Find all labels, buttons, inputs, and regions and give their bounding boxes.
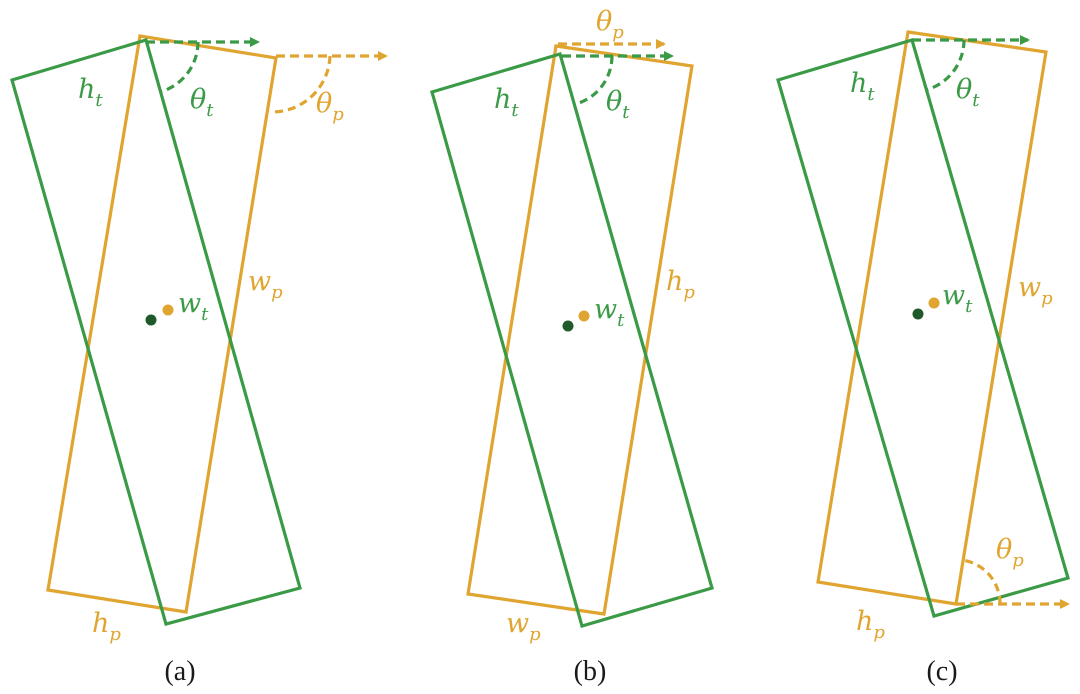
prediction-center (578, 310, 590, 322)
panel-c: ht θt wt wp θp hp (c) (776, 30, 1070, 687)
theta-t-arc (925, 39, 966, 92)
label-theta-t: θt (956, 74, 980, 111)
caption-c: (c) (926, 656, 957, 687)
theta-p-arc (961, 558, 1002, 605)
theta-p-arc (269, 55, 332, 114)
label-bottom-p: wp (506, 608, 541, 645)
label-h-t: ht (850, 68, 875, 105)
label-side-p: hp (666, 266, 695, 303)
prediction-box (466, 44, 694, 616)
prediction-center (162, 304, 174, 316)
panel-b: θp ht θt wt hp wp (b) (430, 6, 714, 687)
label-bottom-p: hp (92, 608, 121, 645)
label-side-p: wp (1018, 272, 1053, 309)
theta-t-arc (159, 41, 200, 94)
ground-truth-center (145, 314, 157, 326)
label-theta-p: θp (996, 534, 1024, 571)
label-theta-p: θp (596, 6, 624, 43)
label-h-t: ht (78, 74, 103, 111)
label-theta-t: θt (190, 84, 214, 121)
theta-t-arc (575, 55, 614, 106)
label-bottom-p: hp (856, 606, 885, 643)
ground-truth-box (10, 38, 302, 626)
ground-truth-center (912, 308, 924, 320)
panel-a: ht θt θp wt wp hp (a) (10, 34, 388, 687)
caption-b: (b) (574, 656, 607, 687)
label-side-p: wp (248, 266, 283, 303)
ground-truth-center (562, 320, 574, 332)
label-w-t: wt (178, 288, 209, 325)
prediction-box (816, 30, 1048, 606)
prediction-center (928, 297, 940, 309)
label-h-t: ht (494, 84, 519, 121)
label-theta-t: θt (606, 86, 630, 123)
label-w-t: wt (594, 294, 625, 331)
label-w-t: wt (942, 280, 973, 317)
ground-truth-box (776, 38, 1070, 618)
prediction-box (46, 34, 278, 614)
caption-a: (a) (164, 656, 195, 687)
label-theta-p: θp (316, 88, 344, 125)
ground-truth-box (430, 52, 714, 628)
